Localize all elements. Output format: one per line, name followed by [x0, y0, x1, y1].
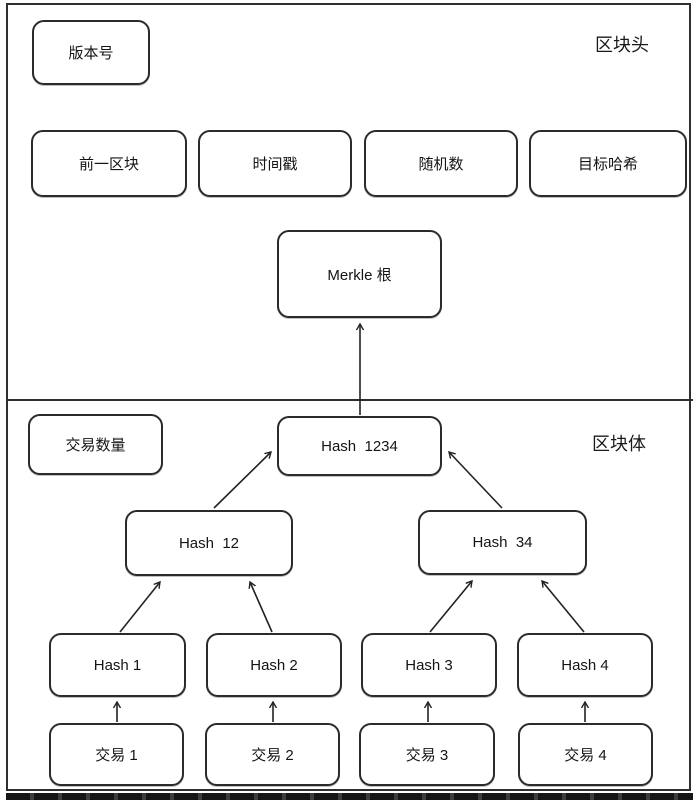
node-target-hash: 目标哈希 — [529, 130, 687, 197]
block-body-section-label: 区块体 — [592, 434, 646, 454]
node-transaction-count: 交易数量 — [28, 414, 163, 475]
node-nonce: 随机数 — [364, 130, 518, 197]
node-hash-2: Hash 2 — [206, 633, 342, 697]
node-transaction-4: 交易 4 — [518, 723, 653, 786]
block-header-section-label: 区块头 — [595, 35, 649, 55]
node-transaction-3: 交易 3 — [359, 723, 495, 786]
node-hash-1: Hash 1 — [49, 633, 186, 697]
node-hash-12: Hash 12 — [125, 510, 293, 576]
header-body-divider — [6, 399, 693, 401]
node-hash-3: Hash 3 — [361, 633, 497, 697]
node-version-number: 版本号 — [32, 20, 150, 85]
node-hash-1234: Hash 1234 — [277, 416, 442, 476]
node-transaction-1: 交易 1 — [49, 723, 184, 786]
node-merkle-root: Merkle 根 — [277, 230, 442, 318]
bottom-edge-band — [6, 793, 693, 800]
node-hash-4: Hash 4 — [517, 633, 653, 697]
node-hash-34: Hash 34 — [418, 510, 587, 575]
node-timestamp: 时间戳 — [198, 130, 352, 197]
node-previous-block: 前一区块 — [31, 130, 187, 197]
node-transaction-2: 交易 2 — [205, 723, 340, 786]
